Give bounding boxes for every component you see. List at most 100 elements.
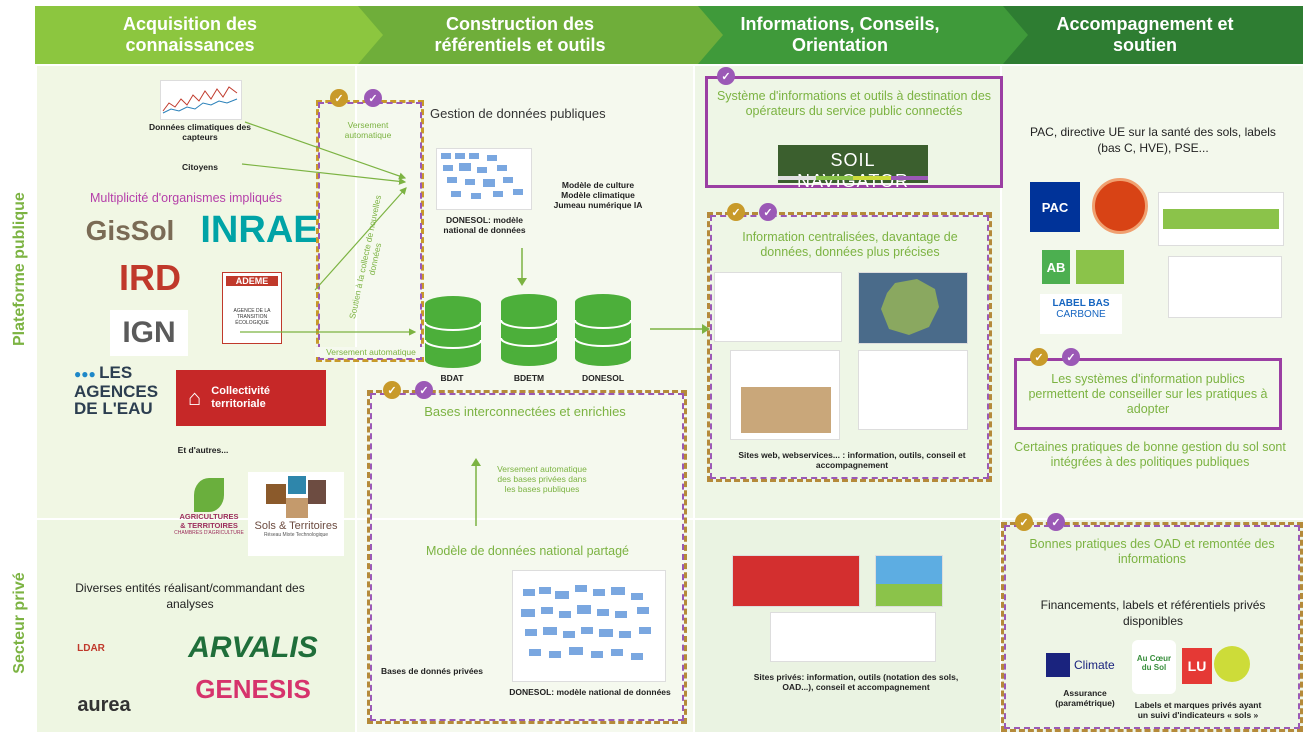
row-label-public: Plateforme publique	[11, 192, 28, 346]
db-label-bdetm: BDETM	[513, 373, 545, 383]
col2-public-bg	[357, 66, 693, 518]
assurance-text: Assurance (paramétrique)	[1055, 688, 1115, 708]
lu-logo: LU	[1182, 648, 1212, 684]
check-icon-gold: ✓	[330, 89, 348, 107]
gestion-title: Gestion de données publiques	[430, 106, 606, 121]
modele-national-title: Modèle de données national partagé	[426, 544, 629, 558]
arrow-down-to-db	[517, 248, 527, 286]
database-icon-bdetm	[500, 294, 558, 366]
check-icon-purple: ✓	[1062, 348, 1080, 366]
header-arrows	[35, 6, 1303, 64]
orgs-title: Multiplicité d'organismes impliqués	[90, 191, 283, 205]
ird-logo: IRD	[119, 257, 181, 298]
hve-logo	[1092, 178, 1148, 234]
financements-text: Financements, labels et référentiels pri…	[1040, 598, 1266, 628]
climate-chart-image	[160, 80, 242, 120]
pac-eu-logo: PAC	[1030, 182, 1080, 232]
ldar-logo: LDAR	[77, 642, 105, 654]
private-site-thumb-2	[875, 555, 943, 607]
versement-prive-label: Versement automatique des bases privées …	[497, 464, 587, 494]
check-icon-purple: ✓	[759, 203, 777, 221]
donesol-caption: DONESOL: modèle national de données	[443, 215, 526, 235]
agences-eau-logo: ●●● LES AGENCES DE L'EAU	[74, 363, 159, 418]
col4-private-bg	[1002, 520, 1303, 732]
info-centralisees-box	[707, 212, 992, 482]
website-thumb-2	[730, 350, 840, 440]
axa-climate-logo: Climate	[1046, 652, 1122, 678]
row-label-private: Secteur privé	[11, 572, 28, 674]
systemes-publics-box	[1014, 358, 1282, 430]
gissol-logo: GisSol	[85, 215, 175, 246]
aurea-logo: aurea	[77, 693, 131, 716]
building-icon: ⌂	[188, 385, 202, 410]
check-icon-purple: ✓	[1047, 513, 1065, 531]
website-thumb-1	[714, 272, 842, 342]
interco-box	[367, 390, 687, 724]
soil-navigator-logo: SOIL NAVIGATOR	[778, 145, 928, 191]
modele-diagram-thumb	[512, 570, 666, 682]
versement-bottom-label: Versement automatique	[315, 347, 427, 357]
pse-website-thumb	[1158, 192, 1284, 246]
systeme-info-box	[705, 76, 1003, 188]
certaines-pratiques-text: Certaines pratiques de bonne gestion du …	[1014, 440, 1286, 469]
sols-territoires-logo: Sols & Territoires Réseau Mixte Technolo…	[248, 472, 344, 556]
db-label-donesol: DONESOL	[581, 373, 625, 383]
citizens-label: Citoyens	[182, 162, 218, 172]
leaf-icon	[194, 478, 224, 512]
check-icon-purple: ✓	[415, 381, 433, 399]
systemes-publics-text: Les systèmes d'information publics perme…	[1028, 372, 1268, 416]
arrow-db-to-col3	[650, 324, 710, 334]
info-centralisees-text: Information centralisées, davantage de d…	[742, 230, 958, 259]
bonnes-pratiques-text: Bonnes pratiques des OAD et remontée des…	[1029, 537, 1275, 566]
labels-marques-text: Labels et marques privés ayant un suivi …	[1134, 700, 1262, 720]
interco-title: Bases interconnectées et enrichies	[424, 404, 626, 419]
wheat-logo	[1214, 646, 1250, 682]
db-label-bdat: BDAT	[440, 373, 464, 383]
bonnes-pratiques-box-inner	[1004, 525, 1300, 729]
label-bas-carbone-logo: LABEL BAS CARBONE	[1040, 294, 1122, 334]
ign-logo: IGN	[110, 310, 188, 356]
sites-prives-text: Sites privés: information, outils (notat…	[753, 672, 959, 692]
bonnes-pratiques-box	[1001, 522, 1303, 732]
check-icon-gold: ✓	[1015, 513, 1033, 531]
agricultures-logo: AGRICULTURES & TERRITOIRES CHAMBRES D'AG…	[170, 478, 248, 550]
header-informations: Informations, Conseils,Orientation	[740, 14, 940, 55]
arrow-up-versement	[471, 458, 481, 526]
private-entities-text: Diverses entités réalisant/commandant de…	[75, 581, 305, 611]
database-icon-donesol	[574, 294, 632, 366]
check-icon-gold: ✓	[1030, 348, 1048, 366]
private-site-thumb-1	[732, 555, 860, 607]
others-label: Et d'autres...	[177, 445, 229, 455]
website-thumb-3	[858, 350, 968, 430]
eu-organic-logo	[1076, 250, 1124, 284]
models-list: Modèle de culture Modèle climatique Jume…	[553, 180, 643, 210]
versement-top-label: Versement automatique	[344, 120, 392, 140]
pac-text: PAC, directive UE sur la santé des sols,…	[1030, 125, 1276, 155]
check-icon-gold: ✓	[727, 203, 745, 221]
systeme-info-text: Système d'informations et outils à desti…	[716, 89, 992, 118]
pse-website-thumb-2	[1168, 256, 1282, 318]
arrows-col1-col2	[240, 121, 417, 336]
check-icon-purple: ✓	[717, 67, 735, 85]
inrae-logo: INRAE	[200, 208, 319, 251]
info-centralisees-box-inner	[710, 215, 989, 479]
climate-data-label: Données climatiques des capteurs	[148, 122, 252, 142]
check-icon-purple: ✓	[364, 89, 382, 107]
ab-logo: AB	[1042, 250, 1070, 284]
check-icon-gold: ✓	[383, 381, 401, 399]
interco-box-inner	[370, 393, 684, 721]
database-icon-bdat	[424, 296, 482, 368]
sites-web-text: Sites web, webservices... : information,…	[738, 450, 966, 470]
private-site-thumb-3	[770, 612, 936, 662]
genesis-logo: GENESIS	[195, 673, 311, 704]
map-france-thumb	[858, 272, 968, 344]
arvalis-logo: ARVALIS	[188, 631, 318, 664]
au-coeur-du-sol-logo: Au Cœur du Sol	[1132, 640, 1176, 694]
drops-icon: ●●●	[74, 367, 96, 381]
bases-privees-label: Bases de donnés privées	[380, 666, 484, 676]
collectivite-logo: ⌂ Collectivité territoriale	[176, 370, 326, 426]
donesol-caption-2: DONESOL: modèle national de données	[509, 687, 671, 697]
